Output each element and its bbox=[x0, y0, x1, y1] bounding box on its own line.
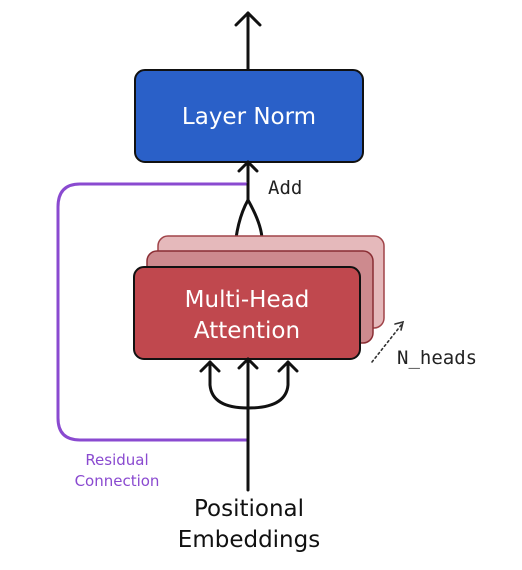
add-arrow bbox=[237, 160, 259, 186]
residual-label-line2: Connection bbox=[75, 472, 160, 490]
layer-norm-label: Layer Norm bbox=[182, 104, 316, 130]
attention-label-line2: Attention bbox=[194, 318, 300, 344]
multi-head-attention-box: Multi-Head Attention bbox=[133, 266, 361, 360]
attention-label-line1: Multi-Head bbox=[185, 287, 310, 313]
input-label-line1: Positional bbox=[194, 496, 304, 522]
output-arrow bbox=[234, 11, 262, 72]
input-split-arrows bbox=[199, 357, 299, 492]
input-label-line2: Embeddings bbox=[178, 527, 320, 553]
n-heads-arrow bbox=[371, 320, 405, 363]
layer-norm-box: Layer Norm bbox=[134, 69, 364, 163]
residual-label-line1: Residual bbox=[85, 451, 148, 469]
add-label: Add bbox=[268, 177, 302, 199]
residual-connection-line bbox=[56, 182, 248, 442]
n-heads-label: N_heads bbox=[397, 347, 477, 369]
